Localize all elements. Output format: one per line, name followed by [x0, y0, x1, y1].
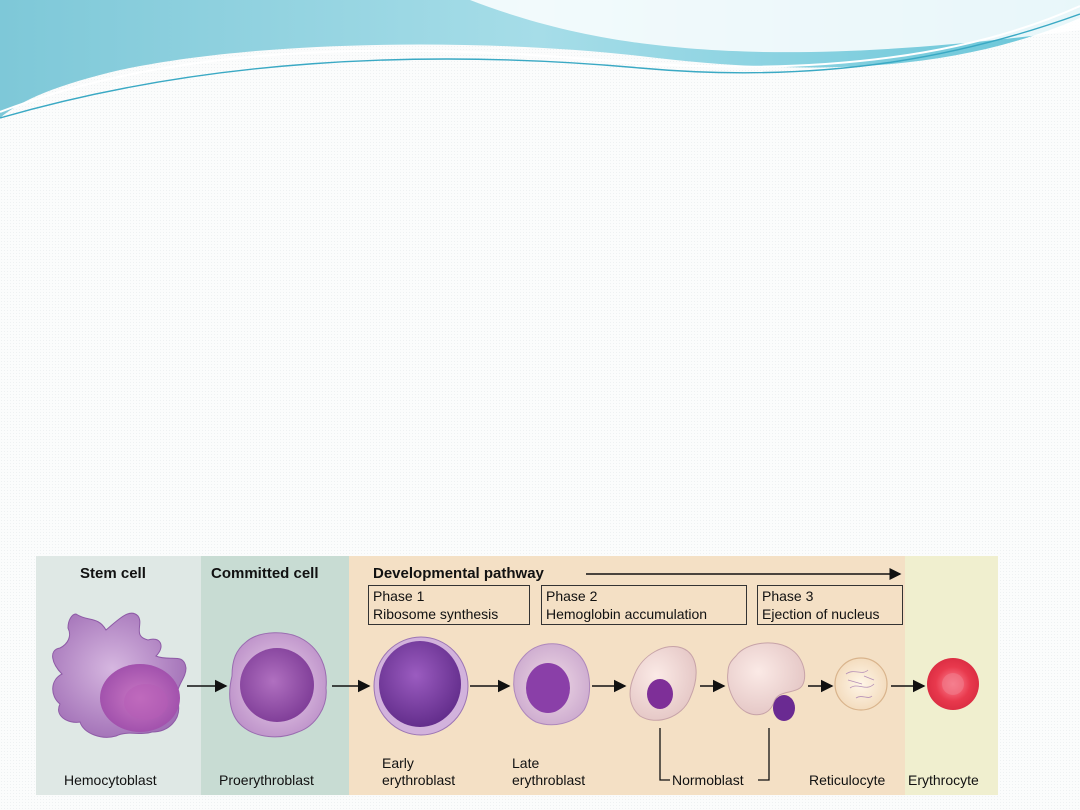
proerythroblast-label: Proerythroblast: [219, 772, 314, 788]
erythrocyte-label: Erythrocyte: [908, 772, 979, 788]
late-erythroblast-label-line2: erythroblast: [512, 772, 586, 788]
phase-2-subtitle: Hemoglobin accumulation: [546, 606, 708, 622]
normoblast-label: Normoblast: [672, 772, 744, 788]
early-erythroblast-label: Early erythroblast: [382, 755, 455, 789]
phase-3-title: Phase 3: [762, 588, 814, 604]
phase-3-box: Phase 3 Ejection of nucleus: [757, 585, 903, 625]
phase-1-subtitle: Ribosome synthesis: [373, 606, 499, 622]
reticulocyte-label: Reticulocyte: [809, 772, 886, 788]
early-erythroblast-cell: [373, 636, 469, 736]
late-erythroblast-label: Late erythroblast: [512, 755, 585, 789]
header-wave-banner: [0, 0, 1080, 119]
phase-1-box: Phase 1 Ribosome synthesis: [368, 585, 530, 625]
reticulocyte-cell: [834, 657, 888, 711]
late-erythroblast-label-line1: Late: [512, 755, 540, 771]
developmental-pathway-header: Developmental pathway: [373, 565, 544, 582]
normoblast-cell: [629, 646, 697, 721]
hemocytoblast-label: Hemocytoblast: [64, 772, 157, 788]
phase-2-title: Phase 2: [546, 588, 598, 604]
hemocytoblast-cell: [52, 612, 187, 738]
cell-illustrations: [52, 568, 979, 781]
erythrocyte-cell: [927, 658, 979, 710]
stem-cell-header: Stem cell: [80, 565, 146, 582]
phase-2-box: Phase 2 Hemoglobin accumulation: [541, 585, 747, 625]
normoblast-ejecting-nucleus-cell: [727, 642, 806, 721]
normoblast-bracket: [659, 728, 770, 781]
proerythroblast-cell: [229, 632, 327, 738]
committed-cell-header: Committed cell: [211, 565, 319, 582]
early-erythroblast-label-line1: Early: [382, 755, 414, 771]
phase-3-subtitle: Ejection of nucleus: [762, 606, 880, 622]
late-erythroblast-cell: [513, 643, 590, 726]
early-erythroblast-label-line2: erythroblast: [382, 772, 456, 788]
phase-1-title: Phase 1: [373, 588, 425, 604]
erythropoiesis-figure: Stem cell Committed cell Developmental p…: [36, 556, 998, 795]
